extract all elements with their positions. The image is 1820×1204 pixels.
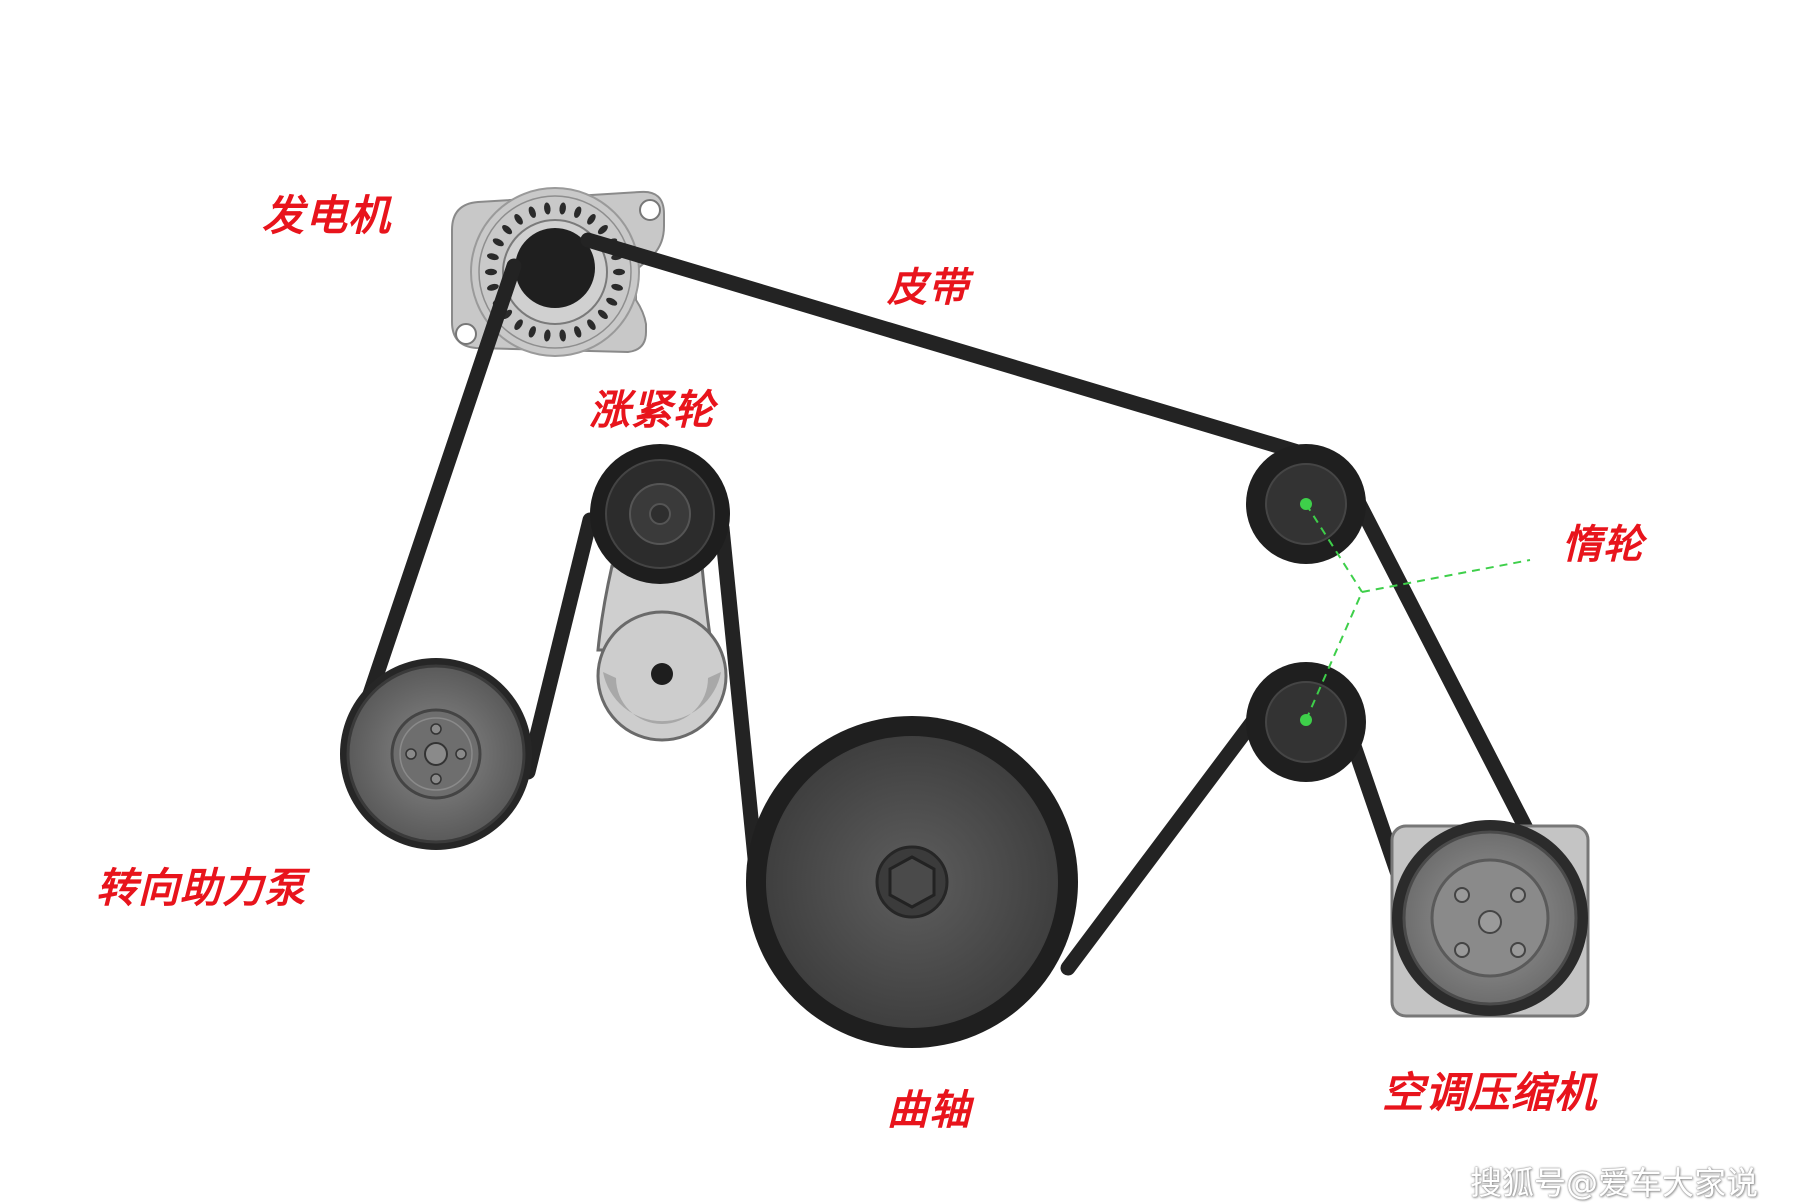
alternator-vent-slot bbox=[544, 329, 551, 342]
lower-idler-pulley bbox=[1246, 662, 1366, 782]
label-ac-compressor: 空调压缩机 bbox=[1382, 1068, 1598, 1117]
belt-span-idler-ac bbox=[1342, 478, 1540, 848]
alternator-vent-slot bbox=[487, 283, 499, 291]
alternator-vent-slot bbox=[611, 283, 623, 291]
alternator-vent-slot bbox=[574, 206, 582, 218]
label-power-steering-pump: 转向助力泵 bbox=[96, 864, 306, 912]
belt-span-pump-alternator bbox=[360, 258, 522, 708]
alternator-vent-slot bbox=[597, 224, 608, 235]
alternator-vent-slot bbox=[514, 214, 523, 225]
alternator-vent-slot bbox=[613, 268, 625, 276]
watermark: 搜狐号@爱车大家说 bbox=[1470, 1164, 1759, 1202]
label-idler: 惰轮 bbox=[1562, 522, 1644, 568]
alternator-vent-slot bbox=[574, 326, 582, 338]
belt-span-alternator-idler bbox=[580, 232, 1306, 460]
power-steering-pump-pulley bbox=[340, 658, 532, 850]
crankshaft-pulley bbox=[746, 716, 1078, 1048]
belt-span-tensioner-pump bbox=[520, 512, 598, 780]
label-belt: 皮带 bbox=[887, 265, 969, 311]
ac-compressor bbox=[1390, 820, 1590, 1018]
alternator-vent-slot bbox=[487, 253, 499, 261]
alternator-vent-slot bbox=[492, 238, 504, 247]
alternator-vent-slot bbox=[528, 206, 536, 218]
alternator-vent-slot bbox=[587, 319, 596, 330]
alternator-vent-slot bbox=[544, 202, 551, 215]
belt-span-lower-idler-crank bbox=[1060, 704, 1268, 976]
tensioner-arm bbox=[596, 564, 728, 742]
alternator-vent-slot bbox=[606, 297, 618, 306]
alternator-vent-slot bbox=[502, 224, 513, 235]
tensioner-pulley bbox=[590, 444, 730, 584]
label-tensioner: 涨紧轮 bbox=[589, 386, 715, 434]
label-alternator: 发电机 bbox=[262, 191, 392, 240]
alternator-vent-slot bbox=[559, 202, 566, 215]
alternator-vent-slot bbox=[528, 326, 536, 338]
alternator-vent-slot bbox=[514, 319, 523, 330]
alternator-vent-slot bbox=[559, 329, 566, 342]
label-crankshaft: 曲轴 bbox=[887, 1086, 971, 1134]
alternator-vent-slot bbox=[597, 309, 608, 320]
idler-pointer-lines bbox=[1305, 503, 1531, 721]
alternator-vent-slot bbox=[587, 214, 596, 225]
belt-span-crank-tensioner bbox=[714, 520, 764, 876]
alternator bbox=[451, 187, 665, 357]
alternator-vent-slot bbox=[485, 268, 497, 276]
